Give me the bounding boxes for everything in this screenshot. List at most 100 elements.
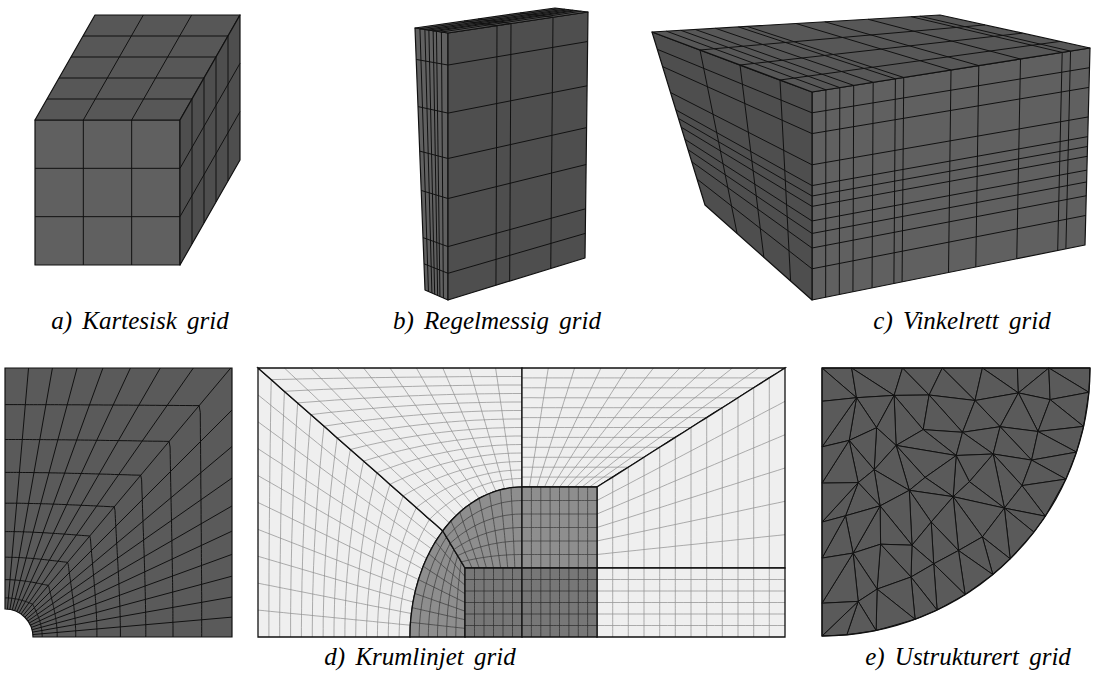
grid-line bbox=[597, 468, 785, 528]
grid-line bbox=[522, 591, 597, 592]
triangle-cell bbox=[822, 440, 858, 483]
grid-line bbox=[83, 120, 84, 265]
grid-line bbox=[367, 484, 390, 637]
regular-grid bbox=[415, 8, 588, 300]
triangle-cell bbox=[894, 368, 929, 395]
grid-line bbox=[311, 402, 522, 415]
grid-line bbox=[419, 537, 446, 637]
grid-line bbox=[522, 614, 597, 615]
grid-block bbox=[597, 568, 785, 637]
grid-line bbox=[448, 86, 587, 113]
grid-line bbox=[5, 472, 146, 637]
unstructured-grid bbox=[822, 368, 1090, 636]
grid-line bbox=[920, 16, 1071, 51]
grid-block bbox=[522, 487, 597, 568]
grid-line bbox=[464, 21, 497, 26]
grid-face-outline bbox=[652, 15, 1090, 92]
grid-line bbox=[448, 233, 585, 273]
grid-line bbox=[681, 30, 840, 87]
grid-line bbox=[812, 117, 1088, 165]
grid-line bbox=[131, 120, 132, 265]
grid-line bbox=[377, 496, 403, 637]
grid-line bbox=[597, 591, 785, 592]
grid-line bbox=[448, 209, 586, 247]
grid-line bbox=[284, 385, 522, 391]
grid-line bbox=[132, 15, 192, 120]
grid-block-outline bbox=[597, 568, 785, 637]
grid-line bbox=[812, 182, 1087, 233]
grid-line bbox=[364, 368, 472, 503]
grid-block-outline bbox=[522, 568, 597, 637]
triangle-cell bbox=[822, 368, 857, 401]
grid-face bbox=[415, 28, 448, 300]
grid-line bbox=[180, 63, 240, 168]
curvilinear-block-grid bbox=[258, 368, 785, 637]
grid-line bbox=[377, 445, 522, 473]
grid-line bbox=[450, 514, 522, 543]
grid-line bbox=[597, 625, 785, 626]
grid-line bbox=[416, 59, 448, 65]
grid-line bbox=[448, 42, 588, 66]
grid-line bbox=[469, 505, 486, 568]
triangle-cell bbox=[822, 440, 849, 483]
grid-face-outline bbox=[415, 28, 448, 300]
grid-line bbox=[550, 487, 551, 568]
cartesian-grid bbox=[35, 15, 240, 265]
triangle-cell bbox=[822, 601, 858, 636]
grid-line bbox=[337, 368, 463, 509]
grid-line bbox=[443, 368, 496, 491]
grid-line bbox=[911, 17, 1062, 53]
grid-face-outline bbox=[448, 12, 588, 300]
grid-line bbox=[522, 602, 597, 603]
triangle-cell bbox=[880, 490, 912, 545]
grid-line bbox=[812, 156, 1087, 206]
grid-line bbox=[5, 598, 42, 637]
triangle-cell bbox=[956, 432, 993, 455]
grid-line bbox=[258, 610, 410, 625]
grid-line bbox=[681, 127, 812, 206]
triangle-cell bbox=[822, 553, 858, 603]
grid-line bbox=[311, 368, 456, 516]
grid-line bbox=[812, 170, 1087, 221]
grid-line bbox=[424, 264, 448, 274]
grid-line bbox=[465, 579, 522, 580]
grid-line bbox=[204, 78, 205, 223]
grid-line bbox=[47, 99, 192, 100]
grid-line bbox=[429, 10, 569, 30]
grid-line bbox=[448, 165, 586, 199]
grid-line bbox=[522, 625, 597, 626]
grid-line bbox=[441, 32, 443, 298]
grid-line bbox=[258, 556, 413, 602]
grid-line bbox=[460, 512, 480, 568]
grid-line bbox=[5, 405, 202, 637]
grid-line bbox=[812, 87, 1089, 133]
grid-line bbox=[676, 110, 812, 186]
grid-line bbox=[421, 190, 448, 198]
grid-line bbox=[568, 487, 569, 568]
grid-line bbox=[597, 602, 785, 603]
grid-line bbox=[411, 622, 466, 628]
grid-block bbox=[443, 487, 522, 568]
grid-face bbox=[822, 368, 1090, 636]
grid-line bbox=[500, 490, 508, 568]
grid-block bbox=[522, 568, 597, 637]
grid-line bbox=[436, 31, 440, 296]
grid-line bbox=[666, 31, 826, 90]
grid-line bbox=[812, 196, 1086, 248]
grid-line bbox=[216, 57, 217, 202]
grid-line bbox=[812, 147, 1088, 197]
grid-line bbox=[412, 608, 465, 620]
grid-line bbox=[545, 368, 601, 487]
grid-face-outline bbox=[180, 15, 240, 265]
triangle-cell bbox=[923, 395, 962, 432]
caption-label: d) Krumlinjet grid bbox=[324, 643, 515, 671]
grid-line bbox=[692, 162, 812, 248]
grid-line bbox=[540, 487, 541, 568]
grid-line bbox=[228, 36, 229, 181]
grid-line bbox=[298, 394, 522, 403]
grid-line bbox=[448, 128, 587, 159]
grid-block bbox=[465, 568, 522, 637]
grid-line bbox=[418, 107, 448, 114]
